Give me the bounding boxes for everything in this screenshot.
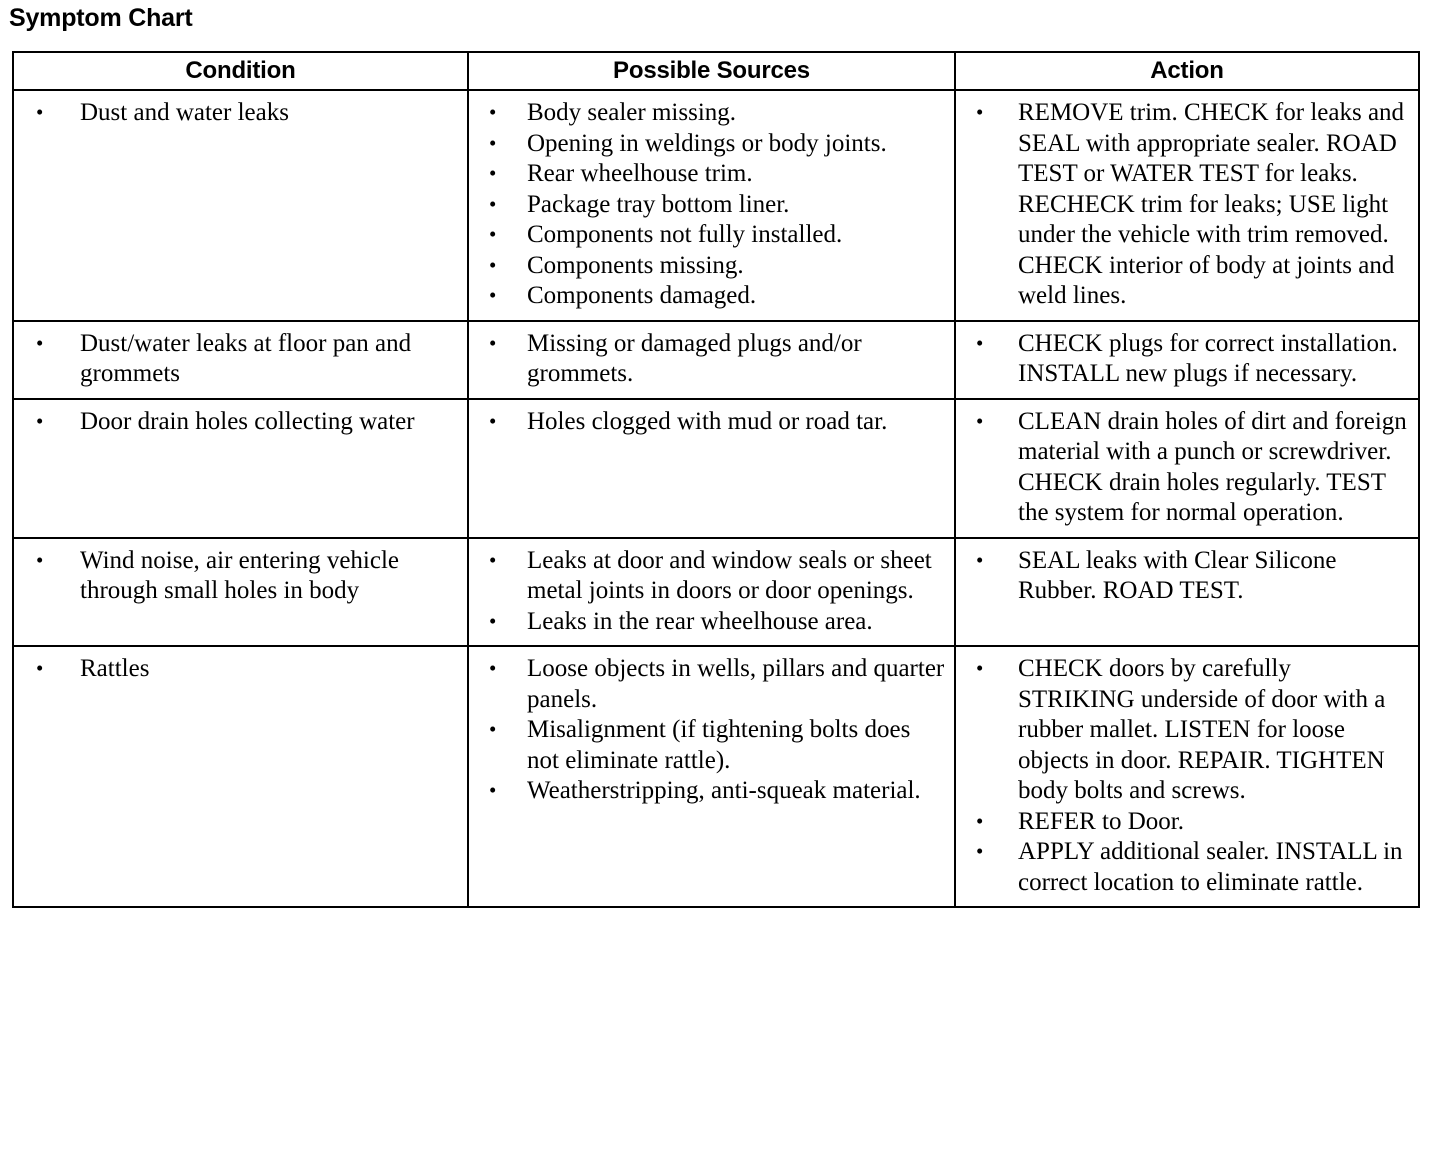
list-item: Body sealer missing. <box>469 97 948 129</box>
sources-list: Loose objects in wells, pillars and quar… <box>469 653 948 807</box>
cell-possible-sources: Loose objects in wells, pillars and quar… <box>467 645 956 908</box>
column-header-possible-sources: Possible Sources <box>467 51 956 91</box>
list-item: Loose objects in wells, pillars and quar… <box>469 653 948 715</box>
list-item: Opening in weldings or body joints. <box>469 128 948 160</box>
action-list: CHECK doors by carefully STRIKING unders… <box>956 653 1412 898</box>
list-item: Leaks in the rear wheelhouse area. <box>469 606 948 638</box>
table-row: Rattles Loose objects in wells, pillars … <box>12 645 1420 908</box>
list-item: APPLY additional sealer. INSTALL in corr… <box>956 836 1412 898</box>
list-item: Wind noise, air entering vehicle through… <box>14 545 461 607</box>
list-item: Package tray bottom liner. <box>469 189 948 221</box>
list-item: Misalignment (if tightening bolts does n… <box>469 714 948 776</box>
list-item: Dust and water leaks <box>14 97 461 129</box>
page-title: Symptom Chart <box>9 4 193 32</box>
list-item: Door drain holes collecting water <box>14 406 461 438</box>
condition-list: Rattles <box>14 653 461 685</box>
action-list: SEAL leaks with Clear Silicone Rubber. R… <box>956 545 1412 607</box>
cell-condition: Door drain holes collecting water <box>12 397 469 539</box>
list-item: REMOVE trim. CHECK for leaks and SEAL wi… <box>956 97 1412 312</box>
list-item: CHECK plugs for correct installation. IN… <box>956 328 1412 390</box>
action-list: CLEAN drain holes of dirt and foreign ma… <box>956 406 1412 529</box>
cell-action: SEAL leaks with Clear Silicone Rubber. R… <box>954 536 1420 647</box>
list-item: CLEAN drain holes of dirt and foreign ma… <box>956 406 1412 529</box>
list-item: Components not fully installed. <box>469 219 948 251</box>
cell-possible-sources: Leaks at door and window seals or sheet … <box>467 536 956 647</box>
cell-possible-sources: Missing or damaged plugs and/or grommets… <box>467 319 956 400</box>
list-item: Components missing. <box>469 250 948 282</box>
sources-list: Body sealer missing. Opening in weldings… <box>469 97 948 312</box>
cell-condition: Dust and water leaks <box>12 89 469 322</box>
list-item: Rear wheelhouse trim. <box>469 158 948 190</box>
cell-possible-sources: Holes clogged with mud or road tar. <box>467 397 956 539</box>
list-item: SEAL leaks with Clear Silicone Rubber. R… <box>956 545 1412 607</box>
cell-action: CHECK doors by carefully STRIKING unders… <box>954 645 1420 908</box>
cell-condition: Rattles <box>12 645 469 908</box>
sources-list: Missing or damaged plugs and/or grommets… <box>469 328 948 390</box>
condition-list: Dust and water leaks <box>14 97 461 129</box>
symptom-chart-table: Condition Possible Sources Action Dust a… <box>12 51 1420 908</box>
list-item: Leaks at door and window seals or sheet … <box>469 545 948 607</box>
table-header: Condition Possible Sources Action <box>12 51 1420 91</box>
list-item: REFER to Door. <box>956 806 1412 838</box>
list-item: Rattles <box>14 653 461 685</box>
condition-list: Dust/water leaks at floor pan and gromme… <box>14 328 461 390</box>
table-row: Wind noise, air entering vehicle through… <box>12 536 1420 647</box>
table-row: Dust and water leaks Body sealer missing… <box>12 89 1420 322</box>
cell-condition: Dust/water leaks at floor pan and gromme… <box>12 319 469 400</box>
table-row: Door drain holes collecting water Holes … <box>12 397 1420 539</box>
table-row: Dust/water leaks at floor pan and gromme… <box>12 319 1420 400</box>
table-header-row: Condition Possible Sources Action <box>12 51 1420 91</box>
action-list: REMOVE trim. CHECK for leaks and SEAL wi… <box>956 97 1412 312</box>
list-item: Missing or damaged plugs and/or grommets… <box>469 328 948 390</box>
cell-possible-sources: Body sealer missing. Opening in weldings… <box>467 89 956 322</box>
cell-action: CHECK plugs for correct installation. IN… <box>954 319 1420 400</box>
list-item: Dust/water leaks at floor pan and gromme… <box>14 328 461 390</box>
column-header-condition: Condition <box>12 51 469 91</box>
list-item: Components damaged. <box>469 280 948 312</box>
action-list: CHECK plugs for correct installation. IN… <box>956 328 1412 390</box>
cell-condition: Wind noise, air entering vehicle through… <box>12 536 469 647</box>
list-item: CHECK doors by carefully STRIKING unders… <box>956 653 1412 807</box>
sources-list: Holes clogged with mud or road tar. <box>469 406 948 438</box>
list-item: Holes clogged with mud or road tar. <box>469 406 948 438</box>
cell-action: REMOVE trim. CHECK for leaks and SEAL wi… <box>954 89 1420 322</box>
sources-list: Leaks at door and window seals or sheet … <box>469 545 948 638</box>
list-item: Weatherstripping, anti-squeak material. <box>469 775 948 807</box>
condition-list: Door drain holes collecting water <box>14 406 461 438</box>
table-body: Dust and water leaks Body sealer missing… <box>12 89 1420 908</box>
column-header-action: Action <box>954 51 1420 91</box>
condition-list: Wind noise, air entering vehicle through… <box>14 545 461 607</box>
cell-action: CLEAN drain holes of dirt and foreign ma… <box>954 397 1420 539</box>
